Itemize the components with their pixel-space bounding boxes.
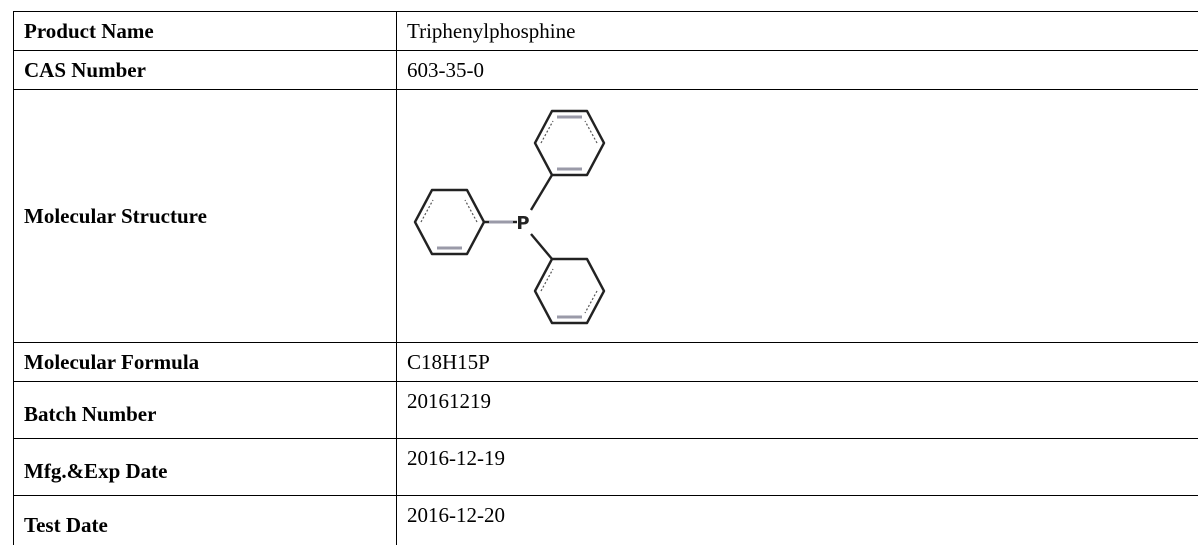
row-test-date: Test Date 2016-12-20 (13, 495, 1198, 545)
row-mfg-exp-date: Mfg.&Exp Date 2016-12-19 (13, 438, 1198, 496)
cas-number-label: CAS Number (13, 50, 397, 90)
molecular-structure-label: Molecular Structure (13, 89, 397, 343)
bond-top (529, 174, 554, 211)
molecular-structure-cell: P (396, 89, 1198, 343)
molecular-formula-value: C18H15P (396, 342, 1198, 382)
molecular-formula-label: Molecular Formula (13, 342, 397, 382)
row-batch-number: Batch Number 20161219 (13, 381, 1198, 439)
product-name-value: Triphenylphosphine (396, 11, 1198, 51)
product-name-label: Product Name (13, 11, 397, 51)
top-phenyl-ring (533, 109, 606, 177)
cas-number-value: 603-35-0 (396, 50, 1198, 90)
left-phenyl-ring (413, 188, 486, 256)
product-spec-table: Product Name Triphenylphosphine CAS Numb… (13, 11, 1198, 545)
test-date-label: Test Date (13, 495, 397, 545)
bottom-phenyl-ring (533, 257, 606, 325)
mfg-exp-date-label: Mfg.&Exp Date (13, 438, 397, 496)
row-molecular-formula: Molecular Formula C18H15P (13, 342, 1198, 382)
bond-bottom (530, 233, 553, 260)
batch-number-value: 20161219 (396, 381, 1198, 439)
phosphorus-atom-label: P (516, 213, 529, 234)
row-product-name: Product Name Triphenylphosphine (13, 11, 1198, 51)
batch-number-label: Batch Number (13, 381, 397, 439)
mfg-exp-date-value: 2016-12-19 (396, 438, 1198, 496)
row-cas-number: CAS Number 603-35-0 (13, 50, 1198, 90)
row-molecular-structure: Molecular Structure (13, 89, 1198, 343)
triphenylphosphine-structure-image: P (413, 109, 606, 325)
test-date-value: 2016-12-20 (396, 495, 1198, 545)
